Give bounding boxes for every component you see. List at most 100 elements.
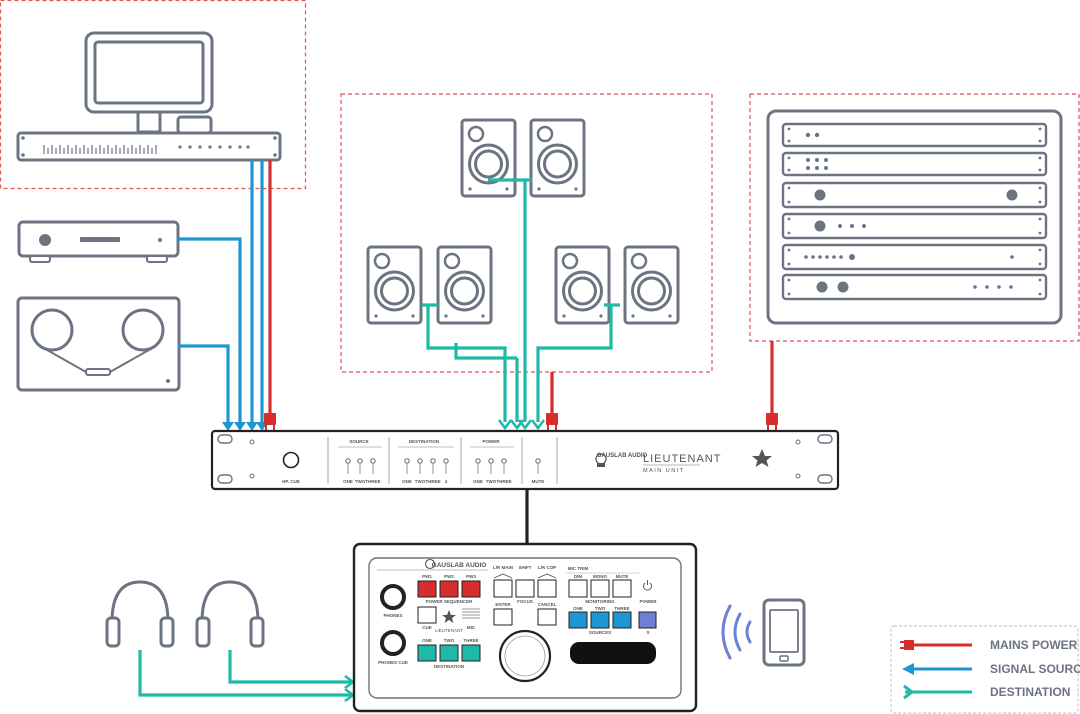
mon-dim-label: DIM xyxy=(574,574,583,579)
controller-star-icon xyxy=(442,610,456,623)
power-indicator-led xyxy=(475,458,481,464)
main-unit-logo-text: GAUSLAB AUDIO xyxy=(597,453,648,459)
dest-two-button[interactable] xyxy=(439,644,459,662)
studio-monitor-icon xyxy=(623,245,680,325)
focus-lr-cop-label: L/R COP xyxy=(538,565,556,570)
src-three-label: THREE xyxy=(614,606,629,611)
pw1-label: PW1 xyxy=(422,574,432,579)
focus-lr-cop-button[interactable] xyxy=(537,579,557,598)
src-one-button[interactable] xyxy=(568,611,588,629)
power-channel-label: TWO xyxy=(486,479,497,484)
destination-channel-label: ONE xyxy=(402,479,412,484)
signal-source-cables xyxy=(178,160,264,424)
dest-three-label: THREE xyxy=(463,638,478,643)
source-channel-label: TWO xyxy=(355,479,366,484)
pw2-label: PW2 xyxy=(444,574,454,579)
rack-zone xyxy=(749,93,1080,342)
src-two-label: TWO xyxy=(595,606,606,611)
cue-button[interactable] xyxy=(417,606,437,624)
dim-button[interactable] xyxy=(568,579,588,598)
star-emblem-icon xyxy=(752,449,772,467)
mains-power-plugs xyxy=(264,413,778,430)
destination-indicator-led xyxy=(443,458,449,464)
studio-monitor-icon xyxy=(436,245,493,325)
focus-lr-main-button[interactable] xyxy=(493,579,513,598)
phones-cue-label: PHONES CUE xyxy=(378,660,408,665)
focus-lr-main-label: L/R MAIN xyxy=(493,565,513,570)
studio-monitor-icon xyxy=(529,118,586,198)
destination-cables xyxy=(138,178,620,697)
pw3-label: PW3 xyxy=(466,574,476,579)
focus-label: FOCUS xyxy=(517,599,533,604)
pw2-button[interactable] xyxy=(439,580,459,598)
destination-header: DESTINATION xyxy=(409,439,439,444)
dest-two-label: TWO xyxy=(444,638,455,643)
hp-cue-jack[interactable] xyxy=(282,451,300,469)
controller-logo: GAUSLAB AUDIO xyxy=(377,558,488,571)
mute-indicator-led xyxy=(535,458,541,464)
mute-button[interactable] xyxy=(612,579,632,598)
wireless-icon xyxy=(721,604,752,660)
talkback-label: MIC xyxy=(467,625,476,630)
cd-player-icon xyxy=(17,220,180,263)
phones-knob[interactable] xyxy=(380,584,406,610)
legend-label-destination: DESTINATION xyxy=(990,685,1070,699)
cancel-button[interactable] xyxy=(537,608,557,626)
main-unit-subname: MAIN UNIT xyxy=(643,468,685,474)
outboard-rack-icon xyxy=(766,109,1063,325)
source-header: SOURCE xyxy=(349,439,368,444)
focus-shift-label: SHIFT xyxy=(519,565,532,570)
dest-one-button[interactable] xyxy=(417,644,437,662)
focus-shift-button[interactable] xyxy=(515,579,535,598)
source-indicator-led xyxy=(345,458,351,464)
cancel-label: CANCEL xyxy=(538,602,557,607)
legend-signal-source: SIGNAL SOURCE xyxy=(902,662,1080,676)
pw3-button[interactable] xyxy=(461,580,481,598)
mon-mono-label: MONO xyxy=(593,574,607,579)
legend-mains-power: MAINS POWER xyxy=(900,638,1078,652)
legend-destination: DESTINATION xyxy=(903,684,1070,700)
source-channel-label: ONE xyxy=(343,479,353,484)
smartphone-icon xyxy=(762,598,806,667)
headphones-icon xyxy=(195,580,265,648)
enter-label: ENTER xyxy=(495,602,511,607)
src-three-button[interactable] xyxy=(612,611,632,629)
sources-label: SOURCES xyxy=(589,630,611,635)
cue-label: CUE xyxy=(422,625,432,630)
destination-indicator-led xyxy=(404,458,410,464)
mono-button[interactable] xyxy=(590,579,610,598)
hp-cue-label: HP. CUE xyxy=(282,479,300,484)
computer-monitor-icon xyxy=(84,31,214,135)
phones-cue-knob[interactable] xyxy=(380,630,406,656)
destination-channel-label: 4 xyxy=(445,479,448,484)
headphones-icon xyxy=(105,580,175,648)
enter-button[interactable] xyxy=(493,608,513,626)
pw1-button[interactable] xyxy=(417,580,437,598)
dest-three-button[interactable] xyxy=(461,644,481,662)
destination-channel-label: THREE xyxy=(425,479,440,484)
gauslab-logo-icon xyxy=(595,453,607,467)
power-label: POWER xyxy=(639,599,657,604)
legend-label-mains: MAINS POWER xyxy=(990,638,1078,652)
power-channel-label: THREE xyxy=(496,479,511,484)
src-s-button[interactable] xyxy=(638,611,657,629)
studio-monitor-icon xyxy=(460,118,517,198)
power-indicator-led xyxy=(501,458,507,464)
legend: MAINS POWER SIGNAL SOURCE DESTINATION xyxy=(890,625,1080,714)
jog-wheel[interactable] xyxy=(498,629,552,683)
power-indicator-led xyxy=(488,458,494,464)
controller-brand-label: LIEUTENANT xyxy=(435,628,463,633)
mains-power-cables xyxy=(268,160,774,415)
power-symbol-icon xyxy=(643,580,652,591)
src-two-button[interactable] xyxy=(590,611,610,629)
computer-zone xyxy=(0,0,307,190)
speaker-group xyxy=(366,118,680,325)
mon-mute-label: MUTE xyxy=(616,574,629,579)
source-indicator-led xyxy=(370,458,376,464)
destination-indicator-led xyxy=(417,458,423,464)
display-screen xyxy=(570,642,656,664)
destination-channel-label: TWO xyxy=(415,479,426,484)
